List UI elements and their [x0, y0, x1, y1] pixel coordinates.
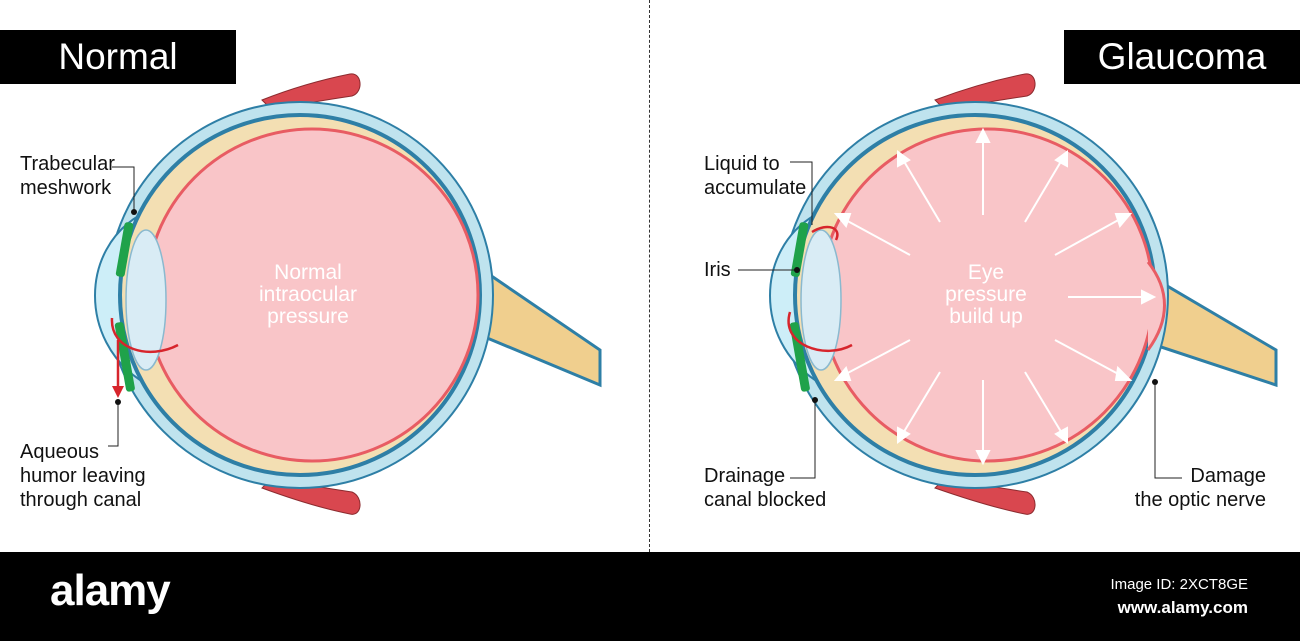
normal-pressure-text: Normal intraocular pressure: [258, 261, 358, 328]
damage-dot: [1152, 379, 1158, 385]
image-id-text: Image ID: 2XCT8GE: [1110, 576, 1248, 593]
panel-divider: [649, 0, 650, 552]
pressure-arrow: [841, 339, 911, 377]
optic-nerve-damage-label: Damage the optic nerve: [1134, 465, 1266, 511]
lens: [800, 229, 842, 371]
optic-cup: [1146, 261, 1166, 351]
footer-bar: [0, 552, 1300, 641]
leader-liquid: [790, 161, 813, 225]
liquid-accumulate-label: Liquid to accumulate: [704, 153, 807, 199]
pressure-arrow: [901, 157, 941, 223]
drainage-canal-label: Drainage canal blocked: [704, 465, 827, 511]
eye-pressure-text: Eye pressure build up: [945, 261, 1027, 328]
accumulate-arrow: [811, 225, 839, 241]
aqueous-exit-arrowhead: [112, 386, 124, 398]
aqueous-flow-arrow: [110, 317, 179, 354]
pressure-arrow: [901, 371, 941, 436]
trabecular-dot: [131, 209, 137, 215]
drainage-dot: [812, 397, 818, 403]
normal-eye-illustration: [94, 73, 602, 515]
site-url-text: www.alamy.com: [1117, 598, 1248, 617]
normal-title: Normal: [0, 30, 236, 84]
blocked-flow-arrow: [787, 311, 853, 353]
lens: [125, 229, 167, 371]
iris-upper: [790, 222, 809, 277]
pressure-arrow: [1054, 339, 1123, 377]
leader-damage: [1154, 382, 1182, 479]
aqueous-humor-label: Aqueous humor leaving through canal: [20, 441, 146, 511]
leader-aqueous: [108, 402, 119, 447]
brand-logo: alamy: [50, 566, 171, 615]
leader-drainage: [790, 400, 816, 479]
glaucoma-title: Glaucoma: [1064, 30, 1300, 84]
aqueous-dot: [115, 399, 121, 405]
iris-label: Iris: [704, 259, 731, 281]
pressure-arrow: [841, 217, 911, 256]
leader-trabecular: [112, 166, 135, 212]
trabecular-meshwork-label: Trabecular meshwork: [20, 153, 115, 199]
iris-upper: [115, 222, 134, 277]
glaucoma-eye-illustration: [738, 73, 1278, 515]
pressure-arrow: [1054, 217, 1123, 256]
pressure-arrows: [833, 127, 1157, 466]
pressure-arrow: [1024, 157, 1064, 223]
iris-dot: [794, 267, 800, 273]
pressure-arrow: [1024, 371, 1064, 436]
